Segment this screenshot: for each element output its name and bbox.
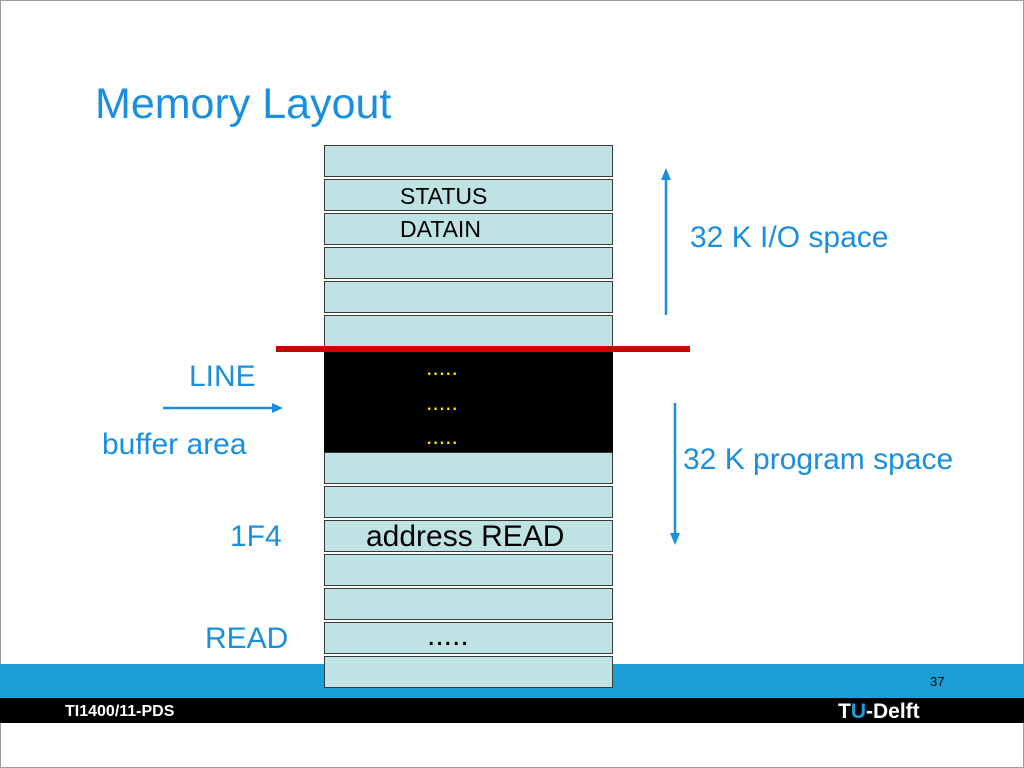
address-1f4-label: 1F4 (230, 520, 282, 553)
read-label: READ (205, 622, 289, 655)
memory-cell-4 (324, 281, 613, 313)
course-code: TI1400/11-PDS (65, 703, 175, 720)
logo-u: U (850, 700, 866, 723)
memory-cell-0 (324, 145, 613, 177)
page-number: 37 (930, 674, 945, 689)
memory-cell-3 (324, 247, 613, 279)
address-read-label: address READ (366, 520, 565, 553)
logo-delft: -Delft (866, 700, 920, 723)
tu-delft-logo: TU-Delft (838, 700, 920, 724)
program-space-label: 32 K program space (683, 443, 954, 476)
memory-cell-13 (324, 588, 613, 620)
buffer-cell-1: ..... (324, 351, 613, 386)
buffer-dots-3: ..... (426, 423, 458, 449)
status-label: STATUS (400, 183, 488, 209)
io-space-up-arrow (661, 168, 671, 315)
buffer-cell-3: ..... (324, 418, 613, 452)
memory-cell-9 (324, 452, 613, 484)
buffer-cell-2: ..... (324, 386, 613, 418)
memory-cell-address-read: address READ (324, 520, 613, 553)
slide-title: Memory Layout (95, 80, 392, 128)
io-program-divider (276, 346, 690, 352)
io-space-label: 32 K I/O space (690, 221, 889, 254)
memory-cell-datain: DATAIN (324, 213, 613, 245)
read-cell-dots: ..... (427, 619, 469, 652)
memory-cell-15-overlay (324, 656, 613, 688)
memory-cell-12 (324, 554, 613, 586)
buffer-area-label: buffer area (102, 428, 247, 461)
logo-t: T (838, 700, 851, 723)
line-pointer-arrow (163, 403, 283, 413)
program-space-down-arrow (670, 403, 680, 545)
footer-bar (0, 698, 1024, 723)
memory-cell-status: STATUS (324, 179, 613, 211)
buffer-dots-2: ..... (426, 389, 458, 415)
memory-cell-10 (324, 486, 613, 518)
buffer-dots-1: ..... (426, 354, 458, 380)
memory-cell-read: ..... (324, 619, 613, 654)
datain-label: DATAIN (400, 216, 481, 242)
line-label: LINE (189, 360, 256, 393)
